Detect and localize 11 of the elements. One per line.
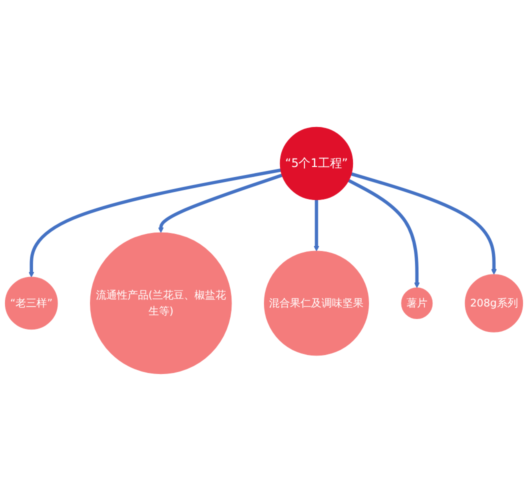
node-circle: “5个1工程”: [280, 127, 354, 201]
node-circle: 薯片: [401, 288, 433, 320]
arrow: [28, 169, 282, 278]
arrow: [350, 172, 497, 276]
node-circle: 208g系列: [464, 274, 524, 333]
arrow: [314, 200, 320, 252]
node-circle: “老三样”: [4, 277, 58, 330]
arrow: [158, 174, 283, 234]
node-circle: 混合果仁及调味坚果: [264, 251, 369, 356]
node-circle: 流通性产品(兰花豆、椒盐花生等): [90, 232, 232, 375]
arrow: [348, 179, 420, 289]
